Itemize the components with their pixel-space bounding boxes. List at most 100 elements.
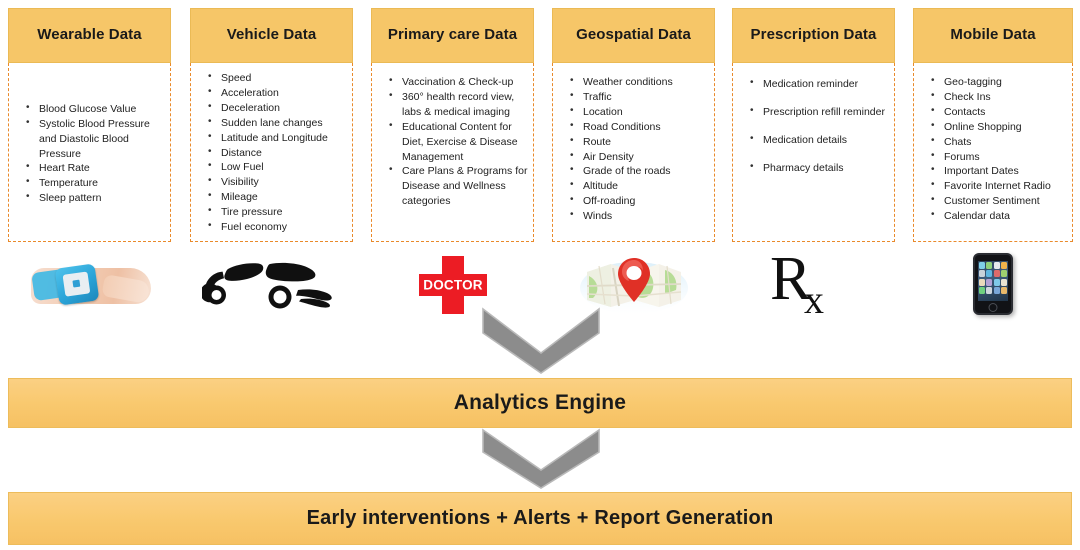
- app-tile: [993, 286, 1000, 294]
- rx-letter-x: x: [804, 277, 824, 317]
- list-item: Visibility: [195, 174, 348, 190]
- rx-icon: R x: [770, 249, 824, 317]
- app-tile: [979, 262, 986, 269]
- watch-body: [54, 263, 99, 306]
- list-item: Contacts: [918, 104, 1068, 120]
- data-item-list: Blood Glucose Value Systolic Blood Press…: [13, 101, 166, 206]
- list-item: Winds: [557, 208, 710, 224]
- watch-screen-dot: [71, 279, 80, 288]
- list-item: Off-roading: [557, 193, 710, 209]
- data-item-list: Speed Acceleration Deceleration Sudden l…: [195, 70, 348, 235]
- list-item: Favorite Internet Radio: [918, 178, 1068, 194]
- list-item: Sleep pattern: [13, 190, 166, 206]
- app-tile: [993, 262, 1000, 269]
- data-item-list: Vaccination & Check-up 360° health recor…: [376, 74, 529, 209]
- list-item: Geo-tagging: [918, 74, 1068, 90]
- column-header-geospatial: Geospatial Data: [552, 8, 715, 63]
- column-body-geospatial: Weather conditions Traffic Location Road…: [552, 63, 715, 242]
- column-header-mobile: Mobile Data: [913, 8, 1073, 63]
- app-tile: [1000, 278, 1007, 286]
- smartphone-icon: [973, 253, 1013, 315]
- analytics-engine-label: Analytics Engine: [453, 391, 627, 414]
- column-title: Wearable Data: [37, 26, 142, 44]
- down-chevron-arrow-bottom: [481, 428, 601, 490]
- list-item: 360° health record view, labs & medical …: [376, 89, 529, 120]
- doctor-cross-label: DOCTOR: [423, 278, 483, 293]
- data-column-prescription: Prescription Data Medication reminder Pr…: [732, 8, 895, 242]
- list-item: Acceleration: [195, 85, 348, 101]
- list-item: Route: [557, 134, 710, 150]
- list-item: Heart Rate: [13, 160, 166, 176]
- app-tile: [993, 278, 1000, 286]
- analytics-engine-bar: Analytics Engine: [8, 378, 1072, 428]
- car-icon: [201, 262, 332, 309]
- icon-slot-vehicle: [190, 255, 353, 317]
- app-tile: [979, 286, 986, 294]
- icon-slot-geospatial: [552, 252, 715, 318]
- data-item-list: Geo-tagging Check Ins Contacts Online Sh…: [918, 74, 1068, 224]
- list-item: Low Fuel: [195, 159, 348, 175]
- list-item: Latitude and Longitude: [195, 130, 348, 146]
- list-item: Online Shopping: [918, 119, 1068, 135]
- list-item: Grade of the roads: [557, 163, 710, 179]
- output-results-bar: Early interventions + Alerts + Report Ge…: [8, 492, 1072, 545]
- data-column-primary-care: Primary care Data Vaccination & Check-up…: [371, 8, 534, 242]
- rx-letter-r: R: [770, 249, 812, 313]
- list-item: Medication details: [737, 132, 890, 148]
- list-item: Chats: [918, 134, 1068, 150]
- list-item: Fuel economy: [195, 219, 348, 235]
- app-tile: [1000, 270, 1007, 278]
- column-header-vehicle: Vehicle Data: [190, 8, 353, 63]
- column-header-prescription: Prescription Data: [732, 8, 895, 63]
- list-item: Traffic: [557, 89, 710, 105]
- column-body-prescription: Medication reminder Prescription refill …: [732, 63, 895, 242]
- list-item: Calendar data: [918, 208, 1068, 224]
- list-item: Road Conditions: [557, 119, 710, 135]
- icon-slot-wearable: [14, 252, 169, 318]
- data-item-list: Weather conditions Traffic Location Road…: [557, 74, 710, 224]
- output-results-label: Early interventions + Alerts + Report Ge…: [306, 507, 774, 529]
- column-title: Vehicle Data: [226, 26, 317, 44]
- smartwatch-icon: [17, 254, 167, 316]
- list-item: Mileage: [195, 189, 348, 205]
- list-item: Distance: [195, 145, 348, 161]
- home-button-icon: [988, 303, 998, 312]
- app-tile: [979, 278, 986, 286]
- app-tile: [986, 278, 993, 286]
- column-body-mobile: Geo-tagging Check Ins Contacts Online Sh…: [913, 63, 1073, 242]
- list-item: Systolic Blood Pressure and Diastolic Bl…: [13, 116, 166, 162]
- app-tile: [993, 270, 1000, 278]
- list-item: Important Dates: [918, 163, 1068, 179]
- list-item: Blood Glucose Value: [13, 101, 166, 117]
- column-body-wearable: Blood Glucose Value Systolic Blood Press…: [8, 63, 171, 242]
- list-item: Pharmacy details: [737, 160, 890, 176]
- column-header-wearable: Wearable Data: [8, 8, 171, 63]
- list-item: Deceleration: [195, 100, 348, 116]
- column-title: Prescription Data: [750, 26, 877, 44]
- data-column-mobile: Mobile Data Geo-tagging Check Ins Contac…: [913, 8, 1073, 242]
- list-item: Tire pressure: [195, 204, 348, 220]
- data-column-wearable: Wearable Data Blood Glucose Value Systol…: [8, 8, 171, 242]
- list-item: Medication reminder: [737, 76, 890, 92]
- app-tile: [1000, 262, 1007, 269]
- column-body-vehicle: Speed Acceleration Deceleration Sudden l…: [190, 63, 353, 242]
- data-column-vehicle: Vehicle Data Speed Acceleration Decelera…: [190, 8, 353, 242]
- list-item: Weather conditions: [557, 74, 710, 90]
- list-item: Air Density: [557, 149, 710, 165]
- data-column-geospatial: Geospatial Data Weather conditions Traff…: [552, 8, 715, 242]
- list-item: Speed: [195, 70, 348, 86]
- app-tile: [986, 286, 993, 294]
- watch-screen: [62, 271, 90, 297]
- list-item: Customer Sentiment: [918, 193, 1068, 209]
- column-header-primary-care: Primary care Data: [371, 8, 534, 63]
- list-item: Educational Content for Diet, Exercise &…: [376, 119, 529, 165]
- list-item: Location: [557, 104, 710, 120]
- column-title: Geospatial Data: [576, 26, 691, 44]
- list-item: Care Plans & Programs for Disease and We…: [376, 163, 529, 209]
- column-title: Mobile Data: [950, 26, 1036, 44]
- app-tile: [979, 270, 986, 278]
- icon-slot-prescription: R x: [732, 249, 895, 317]
- list-item: Sudden lane changes: [195, 115, 348, 131]
- list-item: Altitude: [557, 178, 710, 194]
